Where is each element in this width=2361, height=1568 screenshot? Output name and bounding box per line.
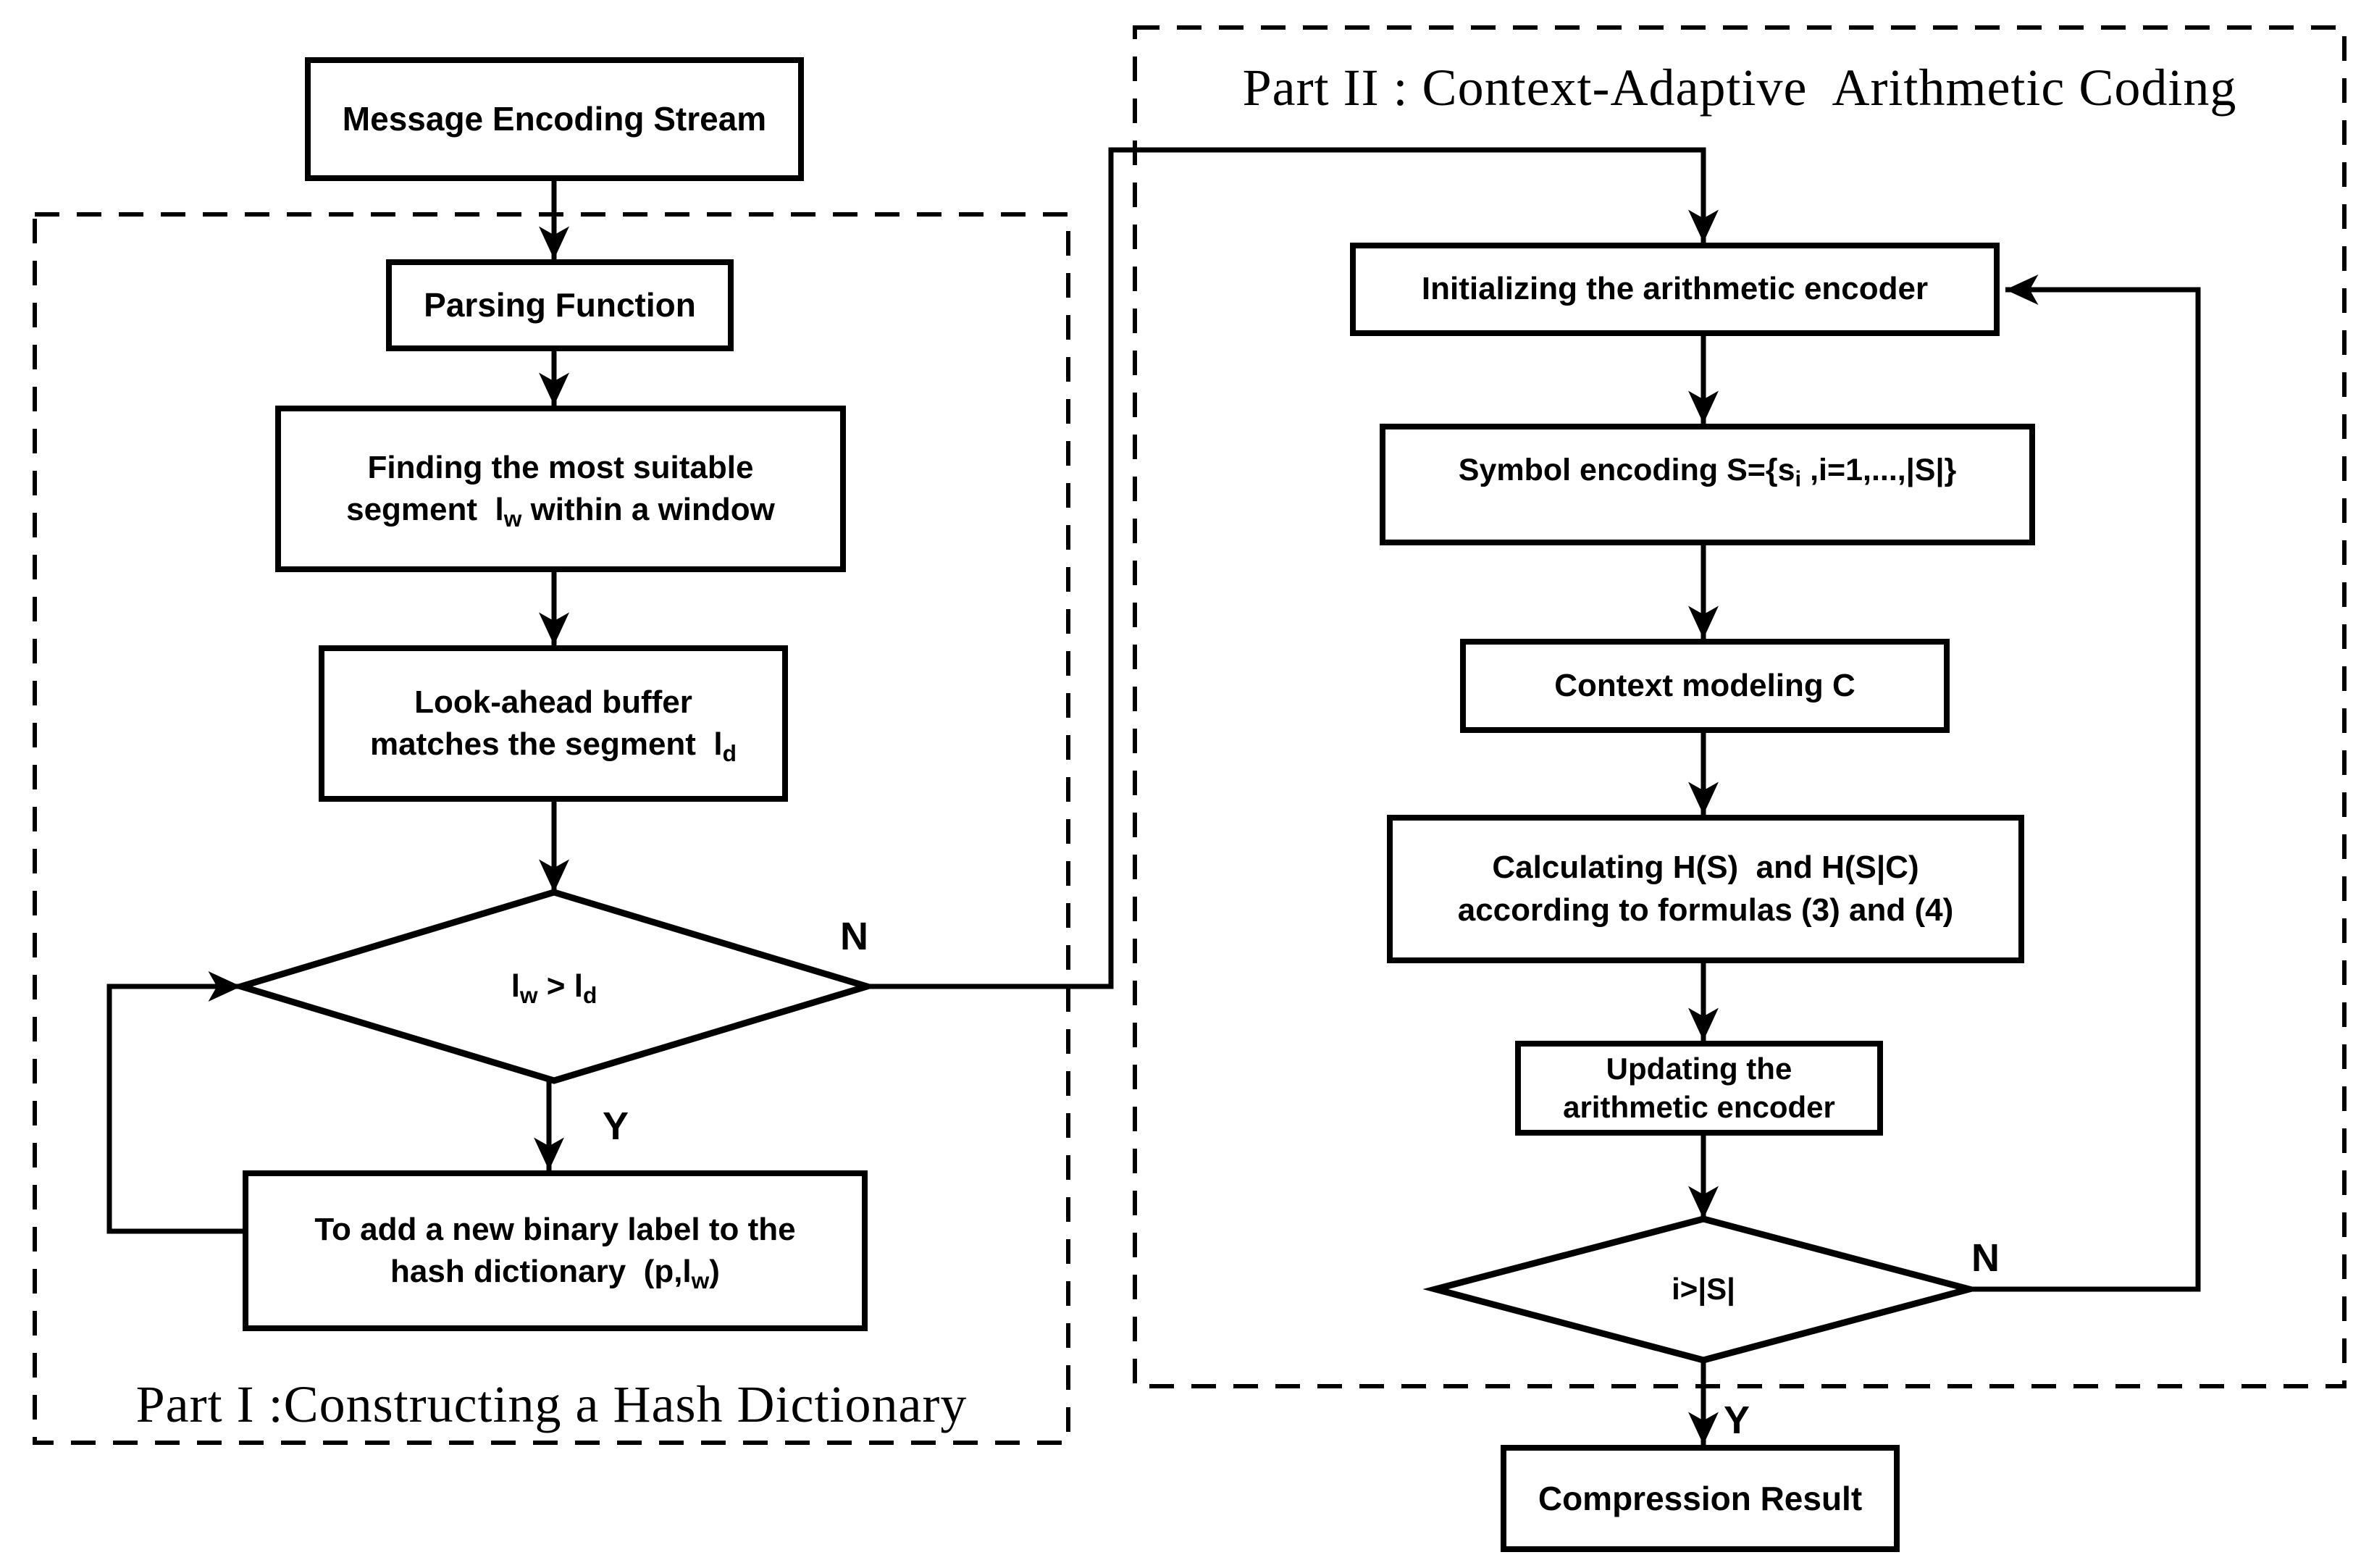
node-context-modeling: Context modeling C bbox=[1460, 639, 1950, 733]
node-parsing-function: Parsing Function bbox=[386, 259, 734, 351]
node-label: Context modeling C bbox=[1554, 667, 1855, 703]
node-label-line1: Updating the bbox=[1606, 1052, 1792, 1086]
node-label-line2: matches the segment ld bbox=[370, 726, 737, 766]
node-label-line2: arithmetic encoder bbox=[1563, 1089, 1835, 1124]
node-finding-segment: Finding the most suitable segment lw wit… bbox=[275, 406, 846, 572]
node-symbol-encoding: Symbol encoding S={si ,i=1,...,|S|} bbox=[1380, 424, 2035, 545]
decision2-yes-label: Y bbox=[1724, 1399, 1750, 1442]
decision1-yes-label: Y bbox=[603, 1104, 629, 1148]
node-calculating-entropy: Calculating H(S) and H(S|C) according to… bbox=[1387, 815, 2024, 963]
node-label: Parsing Function bbox=[424, 286, 696, 324]
node-initializing-encoder: Initializing the arithmetic encoder bbox=[1350, 243, 2000, 336]
node-label-line1: To add a new binary label to the bbox=[314, 1211, 796, 1247]
node-label-line2: segment lw within a window bbox=[346, 492, 775, 532]
node-label-line1: Calculating H(S) and H(S|C) bbox=[1492, 850, 1919, 886]
connector-addlabel-loop-to-decision1 bbox=[106, 971, 243, 1234]
node-label-line2: hash dictionary (p,lw) bbox=[390, 1254, 720, 1294]
node-lookahead-buffer: Look-ahead buffer matches the segment ld bbox=[319, 645, 788, 802]
decision2-no-label: N bbox=[1971, 1236, 2000, 1280]
node-updating-encoder: Updating the arithmetic encoder bbox=[1515, 1041, 1883, 1136]
decision2-label: i>|S| bbox=[1672, 1272, 1735, 1306]
node-label-line2: according to formulas (3) and (4) bbox=[1457, 892, 1954, 928]
node-label: Initializing the arithmetic encoder bbox=[1421, 271, 1929, 307]
node-label-line1: Finding the most suitable bbox=[367, 449, 754, 485]
node-label-line1: Look-ahead buffer bbox=[414, 684, 692, 720]
node-message-encoding-stream: Message Encoding Stream bbox=[305, 57, 804, 181]
node-label: Compression Result bbox=[1538, 1479, 1863, 1517]
node-add-binary-label: To add a new binary label to the hash di… bbox=[243, 1170, 868, 1331]
decision1-no-label: N bbox=[840, 915, 868, 958]
part1-title: Part I :Constructing a Hash Dictionary bbox=[135, 1375, 968, 1433]
decision2-diamond bbox=[1422, 1215, 1982, 1364]
connector-decision2-no-loop bbox=[1969, 274, 2201, 1292]
part2-title: Part II : Context-Adaptive Arithmetic Co… bbox=[1242, 59, 2237, 117]
decision1-label: lw > ld bbox=[511, 968, 597, 1008]
connector-decision1-no-to-initializing bbox=[867, 147, 1719, 989]
decision1-diamond bbox=[230, 889, 878, 1084]
node-label: Message Encoding Stream bbox=[342, 100, 767, 138]
part2-boundary bbox=[1133, 25, 2347, 1388]
node-compression-result: Compression Result bbox=[1501, 1445, 1900, 1552]
